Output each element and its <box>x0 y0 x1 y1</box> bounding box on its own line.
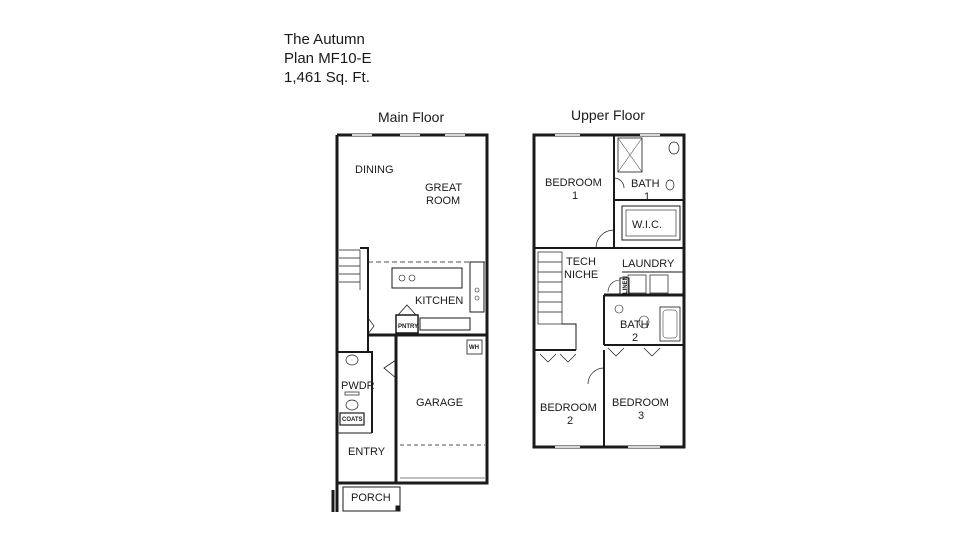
room-label-bedroom-3-num: 3 <box>638 410 644 422</box>
room-label-linen: LINEN <box>623 276 629 294</box>
room-label-bedroom-2-num: 2 <box>567 415 573 427</box>
room-label-entry: ENTRY <box>348 446 386 458</box>
room-label-tech-2: NICHE <box>564 269 598 281</box>
room-label-pantry: PNTRY <box>398 324 418 330</box>
room-label-dining: DINING <box>355 164 394 176</box>
room-label-great-room-1: GREAT <box>425 182 462 194</box>
room-label-great-room-2: ROOM <box>426 195 460 207</box>
room-label-bath-2: BATH <box>620 319 649 331</box>
room-label-coats: COATS <box>342 417 363 423</box>
room-label-bedroom-1-num: 1 <box>572 190 578 202</box>
room-label-bedroom-2: BEDROOM <box>540 402 597 414</box>
room-label-bedroom-3: BEDROOM <box>612 397 669 409</box>
room-label-tech-1: TECH <box>566 256 596 268</box>
room-label-laundry: LAUNDRY <box>622 258 675 270</box>
upper-floor-title: Upper Floor <box>571 107 645 123</box>
room-label-kitchen: KITCHEN <box>415 295 463 307</box>
room-label-bath-1-num: 1 <box>644 191 650 203</box>
room-label-garage: GARAGE <box>416 397 463 409</box>
main-floor-title: Main Floor <box>378 109 445 125</box>
room-label-powder: PWDR <box>341 380 375 392</box>
room-label-bath-1: BATH <box>631 178 660 190</box>
main-floor-plan <box>331 133 489 512</box>
label-water-heater: WH <box>469 345 479 351</box>
room-label-porch: PORCH <box>351 492 391 504</box>
room-label-bath-2-num: 2 <box>632 332 638 344</box>
plan-info: The Autumn Plan MF10-E 1,461 Sq. Ft. <box>284 30 372 87</box>
main-floor-labels: DINING GREAT ROOM KITCHEN PNTRY WH PWDR … <box>341 164 479 504</box>
plan-area: 1,461 Sq. Ft. <box>284 69 370 86</box>
upper-floor-labels: BEDROOM 1 BATH 1 W.I.C. TECH NICHE LAUND… <box>540 177 675 427</box>
room-label-bedroom-1: BEDROOM <box>545 177 602 189</box>
plan-code: Plan MF10-E <box>284 50 372 67</box>
upper-floor-plan <box>532 133 686 449</box>
room-label-wic: W.I.C. <box>632 219 662 231</box>
plan-name: The Autumn <box>284 31 365 48</box>
